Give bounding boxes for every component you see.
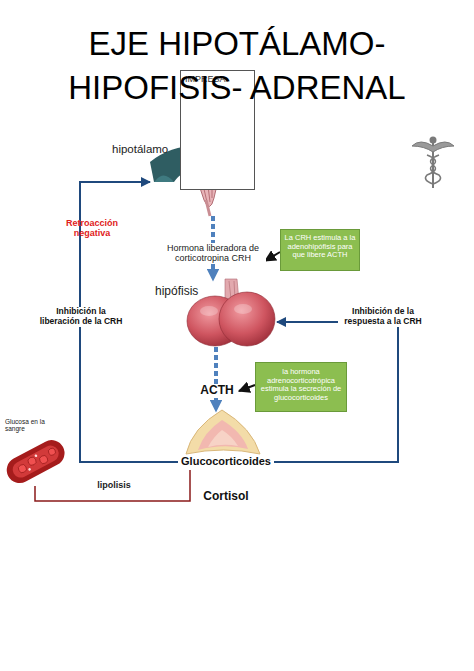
adrenal-gland: Glucocorticoides	[178, 410, 274, 470]
pituitary-illustration: hipófisis	[185, 279, 277, 347]
pituitary-illustration-art	[185, 279, 277, 347]
edge-label: Inhibición la liberación de la CRH	[36, 307, 126, 327]
edge-label: ACTH	[198, 384, 236, 398]
node-text: La CRH estimula a la adenohipófisis para…	[284, 234, 356, 260]
node-text: Glucosa en la sangre	[5, 418, 45, 433]
node-text: la hormona adrenocorticotrópica estimula…	[259, 368, 343, 403]
free-label: Retroacción negativa	[58, 218, 126, 239]
note-box: La CRH estimula a la adenohipófisis para…	[280, 229, 360, 271]
node-text: hipófisis	[155, 285, 198, 299]
node-text: Glucocorticoides	[178, 455, 274, 468]
blood-vessel: Glucosa en la sangre	[3, 418, 65, 486]
connector-arrow	[214, 347, 218, 410]
leader-arrow	[265, 252, 280, 261]
connector-arrow	[35, 470, 190, 501]
node-text: hipotálamo	[112, 143, 168, 156]
caduceus-symbol	[412, 138, 454, 189]
edge-label: lipolisis	[92, 480, 136, 490]
note-box: la hormona adrenocorticotrópica estimula…	[255, 362, 347, 412]
free-label: Cortisol	[188, 490, 264, 504]
leader-arrow	[239, 385, 255, 391]
diagram-title: EJE HIPOTÁLAMO-HIPOFISIS- ADRENAL	[30, 22, 444, 110]
edge-label: Hormona liberadora de corticotropina CRH	[160, 243, 266, 264]
edge-label: Inhibición de la respuesta a la CRH	[338, 307, 428, 327]
